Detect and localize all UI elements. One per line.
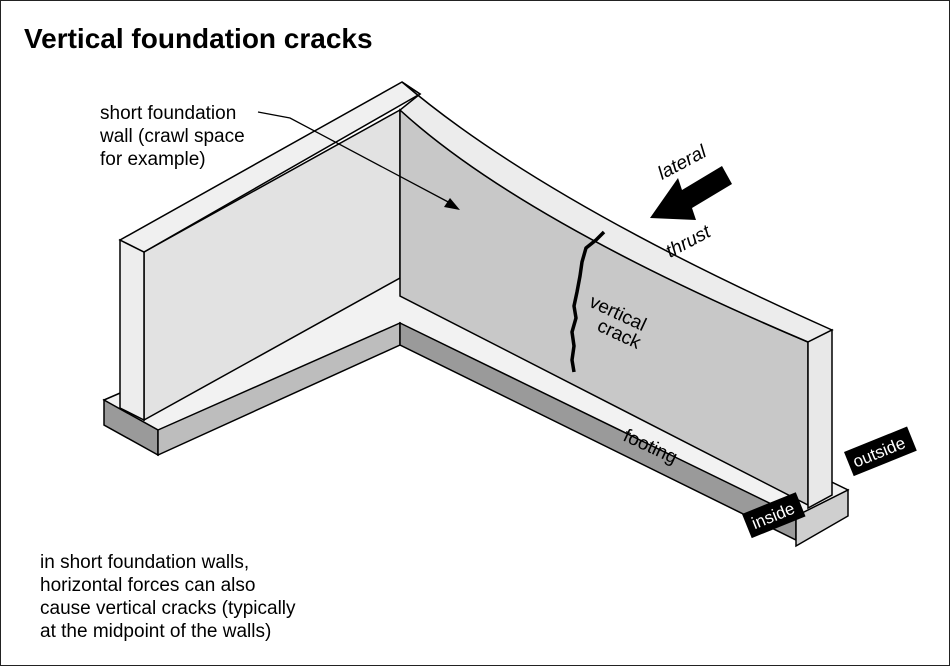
lateral-thrust-arrow-icon	[650, 166, 732, 220]
right-wall-end	[807, 328, 833, 510]
vertical-crack	[570, 230, 606, 373]
wall-label-line2: wall (crawl space	[99, 126, 245, 147]
note-line2: horizontal forces can also	[40, 575, 255, 596]
note-line4: at the midpoint of the walls)	[40, 621, 271, 642]
wall-leader-line	[257, 111, 453, 205]
wall-label-line1: short foundation	[100, 103, 236, 124]
wall-leader-arrowhead	[444, 198, 460, 210]
footing-end-right	[795, 488, 849, 548]
wall-label-line3: for example)	[100, 149, 206, 170]
outside-tag: outside	[844, 426, 917, 477]
note-line1: in short foundation walls,	[40, 552, 249, 573]
note-line3: cause vertical cracks (typically	[40, 598, 296, 619]
diagram-title: Vertical foundation cracks	[24, 23, 373, 54]
thrust-label: thrust	[662, 221, 714, 262]
left-wall-end	[119, 238, 145, 422]
